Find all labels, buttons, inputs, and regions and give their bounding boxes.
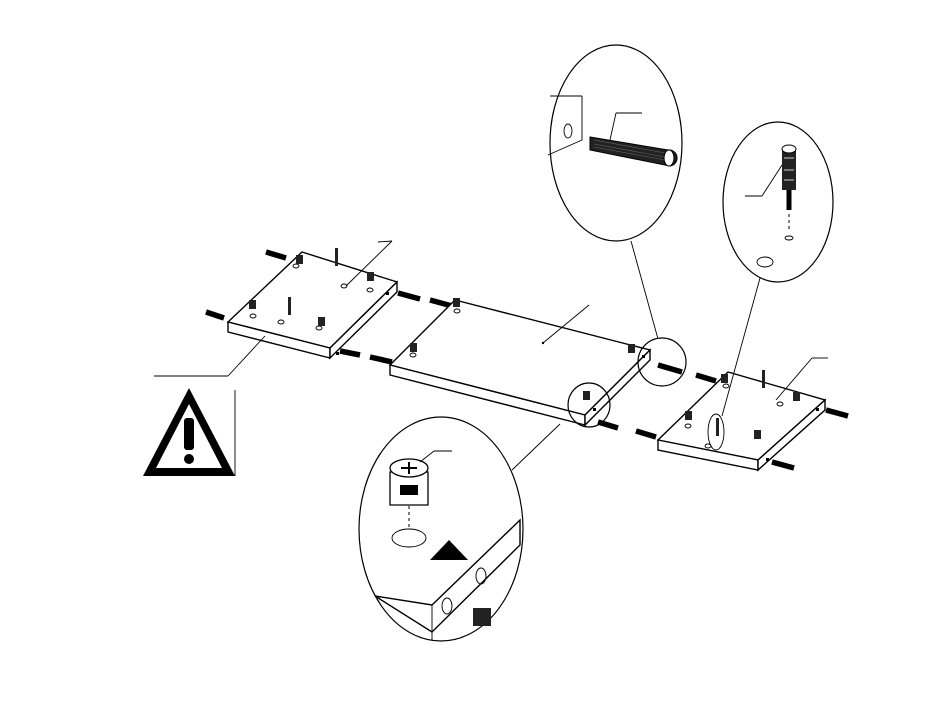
center-panel bbox=[390, 298, 650, 425]
left-side-panel bbox=[228, 241, 397, 358]
filled-triangle-icon bbox=[430, 540, 468, 560]
warning-leader bbox=[154, 336, 265, 376]
right-side-panel bbox=[658, 358, 828, 470]
cam-bolt-detail bbox=[722, 122, 833, 416]
warning-triangle-icon bbox=[143, 388, 235, 476]
